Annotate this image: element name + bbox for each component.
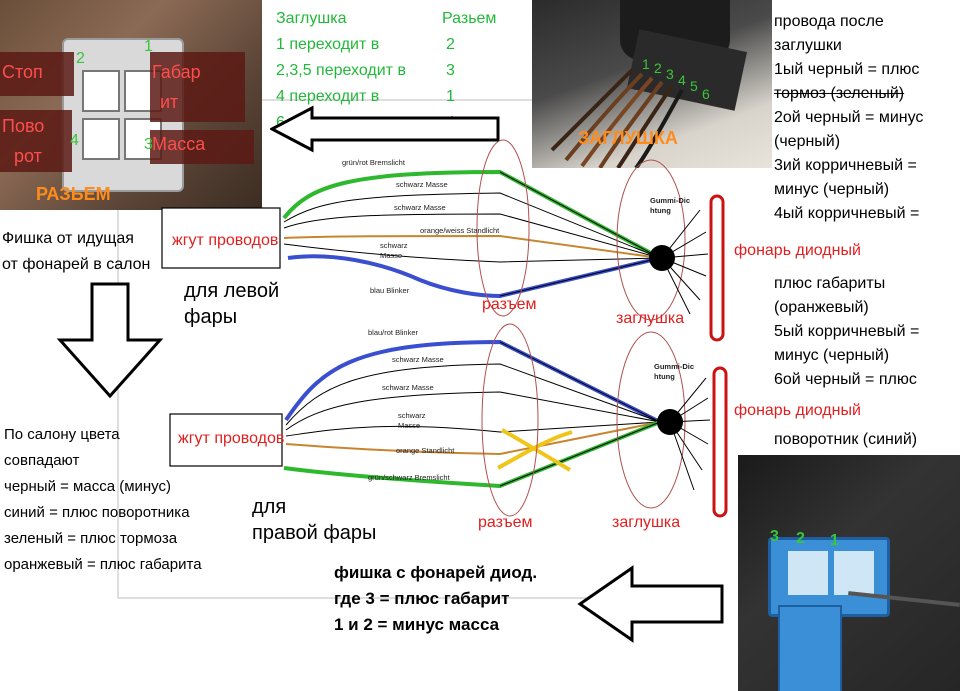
wire-label: blau Blinker — [370, 286, 410, 295]
blue-num-1: 1 — [830, 532, 839, 549]
wire-label: Masse — [398, 421, 421, 430]
pin-massa-label: Масса — [152, 134, 206, 154]
wire-label: grün/rot Bremslicht — [342, 158, 405, 167]
wire-label: orange/weiss Standlicht — [420, 226, 500, 235]
right-notes: провода после заглушки 1ый черный = плюс… — [774, 10, 923, 226]
table-row-1-left: 1 переходит в — [276, 36, 380, 53]
note-line: поворотник (синий) — [774, 431, 918, 448]
salon-notes: По салону цвета совпадают черный = масса… — [4, 422, 202, 578]
note-line: минус (черный) — [774, 347, 890, 364]
salon-line: синий = плюс поворотника — [4, 504, 190, 521]
bottom-note: фишка с фонарей диод. где 3 = плюс габар… — [334, 560, 537, 638]
lamp-label-right: фонарь диодный — [734, 402, 861, 419]
salon-line: зеленый = плюс тормоза — [4, 530, 178, 547]
lamp-label-left: фонарь диодный — [734, 242, 861, 259]
fishka-caption-a: Фишка от идущая — [2, 230, 134, 247]
pin-gabarit-label-b: ит — [160, 92, 179, 112]
pin-num-1: 1 — [144, 38, 153, 55]
razem-label-right: разъем — [478, 514, 533, 531]
arrow-left-icon — [270, 105, 500, 153]
note-line: провода после — [774, 13, 884, 30]
wire-label: schwarz Masse — [396, 180, 448, 189]
plug-num-3: 3 — [666, 66, 674, 82]
bottom-line: где 3 = плюс габарит — [334, 589, 510, 608]
wire-label: blau/rot Blinker — [368, 328, 419, 337]
note-line: (черный) — [774, 133, 841, 150]
plug-num-4: 4 — [678, 72, 686, 88]
wire-label: schwarz Masse — [382, 383, 434, 392]
plug-num-6: 6 — [702, 86, 710, 102]
note-line: 5ый корричневый = — [774, 323, 920, 340]
bottom-line: фишка с фонарей диод. — [334, 563, 538, 582]
connector-photo-caption: РАЗЬЕМ — [36, 184, 111, 204]
plug-num-1: 1 — [642, 56, 650, 72]
note-line: 6ой черный = плюс — [774, 371, 917, 388]
blue-num-2: 2 — [796, 530, 805, 547]
wire-label: grün/schwarz Bremslicht — [368, 473, 450, 482]
razem-label-left: разъем — [482, 296, 537, 313]
for-right-b: правой фары — [252, 522, 377, 544]
note-line: 1ый черный = плюс — [774, 61, 920, 78]
note-line: (оранжевый) — [774, 299, 869, 316]
zaglushka-label-right: заглушка — [612, 514, 681, 531]
wire-label: orange Standlicht — [396, 446, 455, 455]
salon-line: черный = масса (минус) — [4, 478, 171, 495]
note-line: плюс габариты — [774, 275, 886, 292]
for-left-a: для левой — [184, 280, 280, 302]
salon-line: оранжевый = плюс габарита — [4, 556, 202, 573]
wire-label: schwarz — [398, 411, 426, 420]
table-row-3-right: 1 — [446, 88, 455, 105]
wire-label: schwarz Masse — [394, 203, 446, 212]
note-line: 4ый корричневый = — [774, 205, 920, 222]
pin-povorot-label-a: Пово — [2, 116, 45, 136]
table-row-3-left: 4 переходит в — [276, 88, 380, 105]
fishka-caption-b: от фонарей в салон — [2, 256, 151, 273]
table-header-right: Разьем — [442, 10, 497, 27]
table-row-2-right: 3 — [446, 62, 455, 79]
note-line: минус (черный) — [774, 181, 890, 198]
right-notes-last: поворотник (синий) — [774, 428, 917, 452]
wire-label: Masse — [380, 251, 403, 260]
blue-num-3: 3 — [770, 528, 779, 545]
pin-povorot-label-b: рот — [14, 146, 42, 166]
plug-photo-caption: ЗАГЛУШКА — [578, 128, 678, 148]
table-row-2-left: 2,3,5 переходит в — [276, 62, 406, 79]
for-right-a: для — [252, 496, 287, 518]
note-line: 2ой черный = минус — [774, 109, 924, 126]
wire-label: schwarz Masse — [392, 355, 444, 364]
pin-gabarit-label-a: Габар — [152, 62, 201, 82]
table-row-1-right: 2 — [446, 36, 455, 53]
note-line: заглушки — [774, 37, 842, 54]
plug-photo — [532, 0, 772, 168]
harness-label-left: жгут проводов — [172, 232, 279, 249]
gummi-label: Gummi-Dichtung — [650, 196, 691, 215]
bottom-line: 1 и 2 = минус масса — [334, 615, 500, 634]
zaglushka-label-left: заглушка — [616, 310, 685, 327]
plug-num-2: 2 — [654, 60, 662, 76]
right-notes-cont: плюс габариты (оранжевый) 5ый корричневы… — [774, 272, 919, 392]
wire-label: schwarz — [380, 241, 408, 250]
note-line: тормоз (зеленый) — [774, 85, 905, 102]
pin-num-3: 3 — [144, 136, 153, 153]
pin-num-2: 2 — [76, 50, 85, 67]
connector-photo — [0, 0, 262, 210]
pin-stop-label: Стоп — [2, 62, 43, 82]
for-left-b: фары — [184, 306, 238, 328]
note-line: 3ий корричневый = — [774, 157, 917, 174]
plug-num-5: 5 — [690, 78, 698, 94]
salon-line: По салону цвета — [4, 426, 120, 443]
table-header-left: Заглушка — [276, 10, 347, 27]
pin-num-4: 4 — [70, 132, 79, 149]
harness-label-right: жгут проводов — [178, 430, 285, 447]
blue-connector-photo — [738, 455, 960, 691]
gummi-label: Gummi-Dichtung — [654, 362, 695, 381]
salon-line: совпадают — [4, 452, 80, 469]
